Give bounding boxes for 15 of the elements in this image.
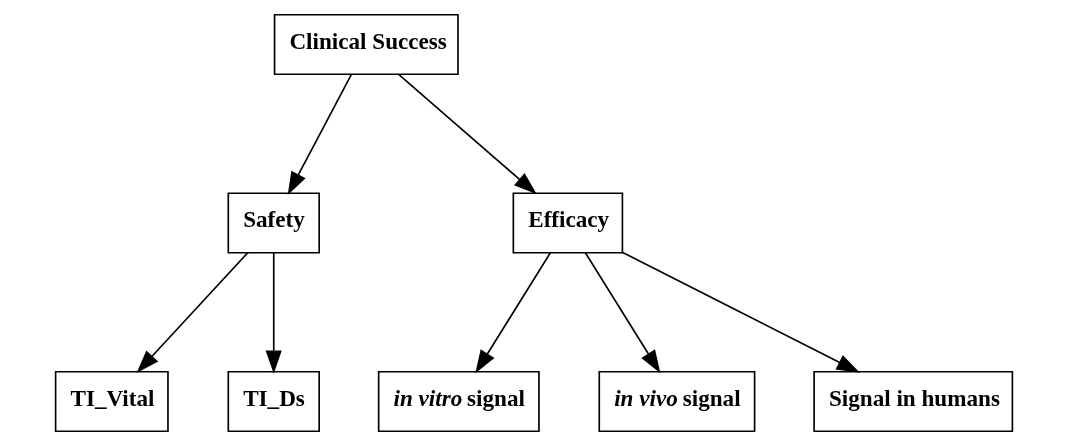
- arrow: [584, 251, 660, 374]
- node-box: Clinical Success: [273, 13, 459, 76]
- node-box: in vitro signal: [377, 370, 540, 433]
- arrow: [136, 251, 249, 373]
- node-box: in vivo signal: [597, 370, 755, 433]
- node-box: Safety: [226, 192, 320, 254]
- arrow: [474, 251, 551, 374]
- arrow: [621, 251, 860, 373]
- arrow: [265, 251, 282, 374]
- node-box: Signal in humans: [812, 370, 1013, 433]
- arrow: [397, 73, 537, 195]
- arrow: [287, 73, 352, 195]
- node-box: TI_Vital: [54, 370, 169, 433]
- node-box: Efficacy: [512, 192, 623, 254]
- node-box: TI_Ds: [226, 370, 320, 433]
